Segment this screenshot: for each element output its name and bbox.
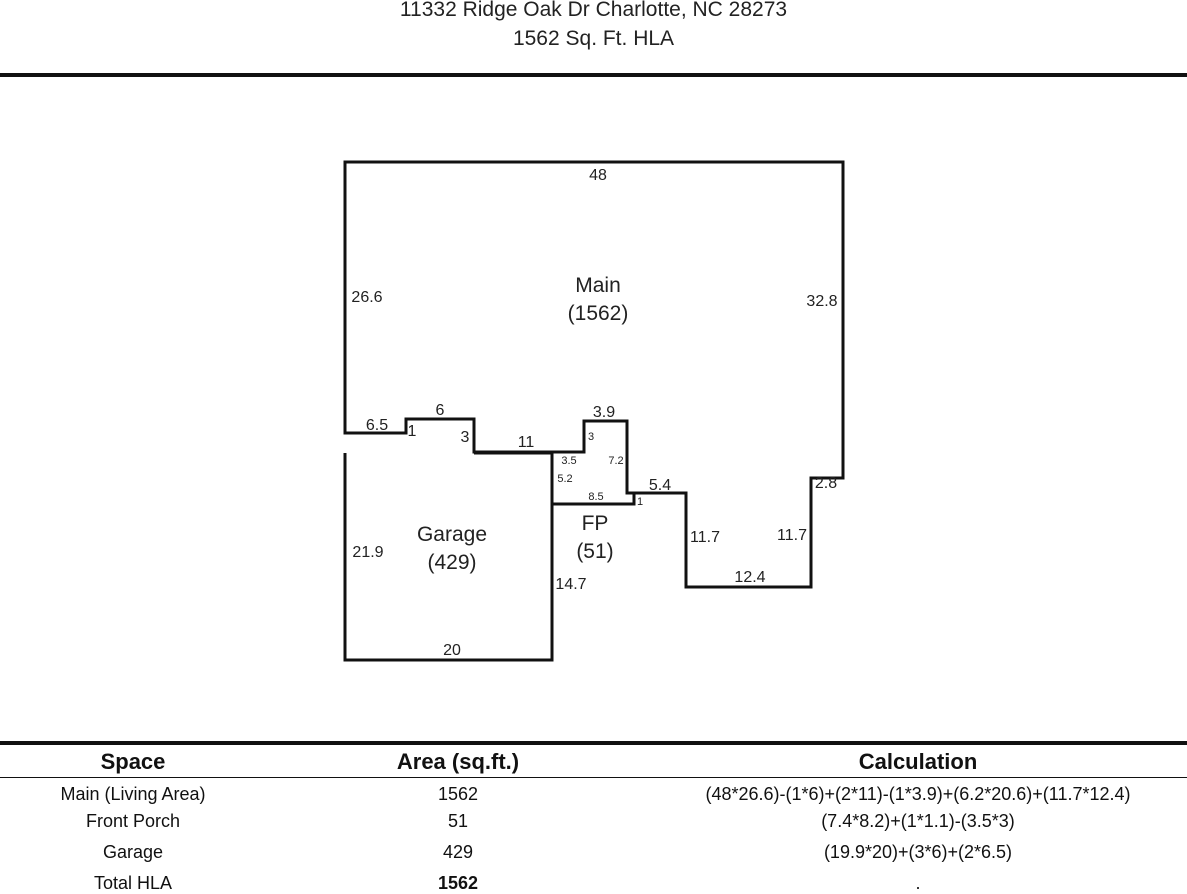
dim-main-right: 32.8	[806, 293, 837, 310]
row-garage-area: 429	[442, 842, 474, 862]
dim-step-3a: 3	[461, 429, 470, 446]
dim-right-2-8: 2.8	[815, 475, 837, 492]
dim-bay-left: 11.7	[690, 529, 720, 546]
property-address: 11332 Ridge Oak Dr Charlotte, NC 28273	[399, 0, 788, 21]
row-garage-space: Garage	[102, 842, 164, 862]
row-main-calc: (48*26.6)-(1*6)+(2*11)-(1*3.9)+(6.2*20.6…	[705, 784, 1131, 804]
row-porch-space: Front Porch	[85, 811, 181, 831]
dim-porch-3-5: 3.5	[561, 455, 576, 467]
main-outline	[343, 160, 845, 589]
table-header-rule	[0, 777, 1187, 778]
row-total-calc: .	[915, 873, 921, 893]
main-area: (1562)	[568, 302, 629, 325]
dim-bay-right: 11.7	[777, 527, 807, 544]
col-header-calculation: Calculation	[858, 749, 978, 774]
fp-area: (51)	[576, 540, 613, 563]
dim-porch-7-2: 7.2	[608, 455, 623, 467]
row-main-area: 1562	[437, 784, 479, 804]
row-porch-calc: (7.4*8.2)+(1*1.1)-(3.5*3)	[821, 811, 1015, 831]
dim-run-11: 11	[518, 434, 535, 451]
report-header: 11332 Ridge Oak Dr Charlotte, NC 28273 1…	[0, 0, 1187, 76]
garage-outline	[343, 451, 554, 662]
hla-summary: 1562 Sq. Ft. HLA	[512, 27, 675, 50]
row-total-space: Total HLA	[93, 873, 173, 893]
garage-area: (429)	[427, 551, 476, 574]
dim-porch-3: 3	[588, 431, 594, 443]
main-label: Main	[575, 274, 621, 297]
dim-top-6: 6	[436, 402, 445, 419]
dim-ledge: 6.5	[366, 417, 388, 434]
dim-bay-bottom: 12.4	[734, 569, 765, 586]
row-porch-area: 51	[447, 811, 469, 831]
dim-garage-left: 21.9	[352, 544, 383, 561]
dim-main-top: 48	[589, 167, 607, 184]
porch-outline	[550, 453, 636, 506]
dim-garage-bottom: 20	[443, 642, 461, 659]
row-total-area: 1562	[437, 873, 479, 893]
dim-porch-5-2: 5.2	[557, 473, 572, 485]
garage-label: Garage	[417, 523, 487, 546]
dim-main-left: 26.6	[351, 289, 382, 306]
dim-porch-3-9: 3.9	[593, 404, 615, 421]
header-divider	[0, 73, 1187, 77]
dim-garage-right: 14.7	[555, 576, 586, 593]
dim-porch-8-5: 8.5	[588, 491, 603, 503]
col-header-space: Space	[100, 749, 166, 774]
row-main-space: Main (Living Area)	[60, 784, 206, 804]
dim-step-1a: 1	[408, 423, 417, 440]
fp-label: FP	[582, 512, 609, 535]
table-top-rule	[0, 741, 1187, 745]
col-header-area: Area (sq.ft.)	[396, 749, 520, 774]
dim-run-5-4: 5.4	[649, 477, 671, 494]
row-garage-calc: (19.9*20)+(3*6)+(2*6.5)	[823, 842, 1013, 862]
dim-step-1b: 1	[637, 496, 643, 508]
